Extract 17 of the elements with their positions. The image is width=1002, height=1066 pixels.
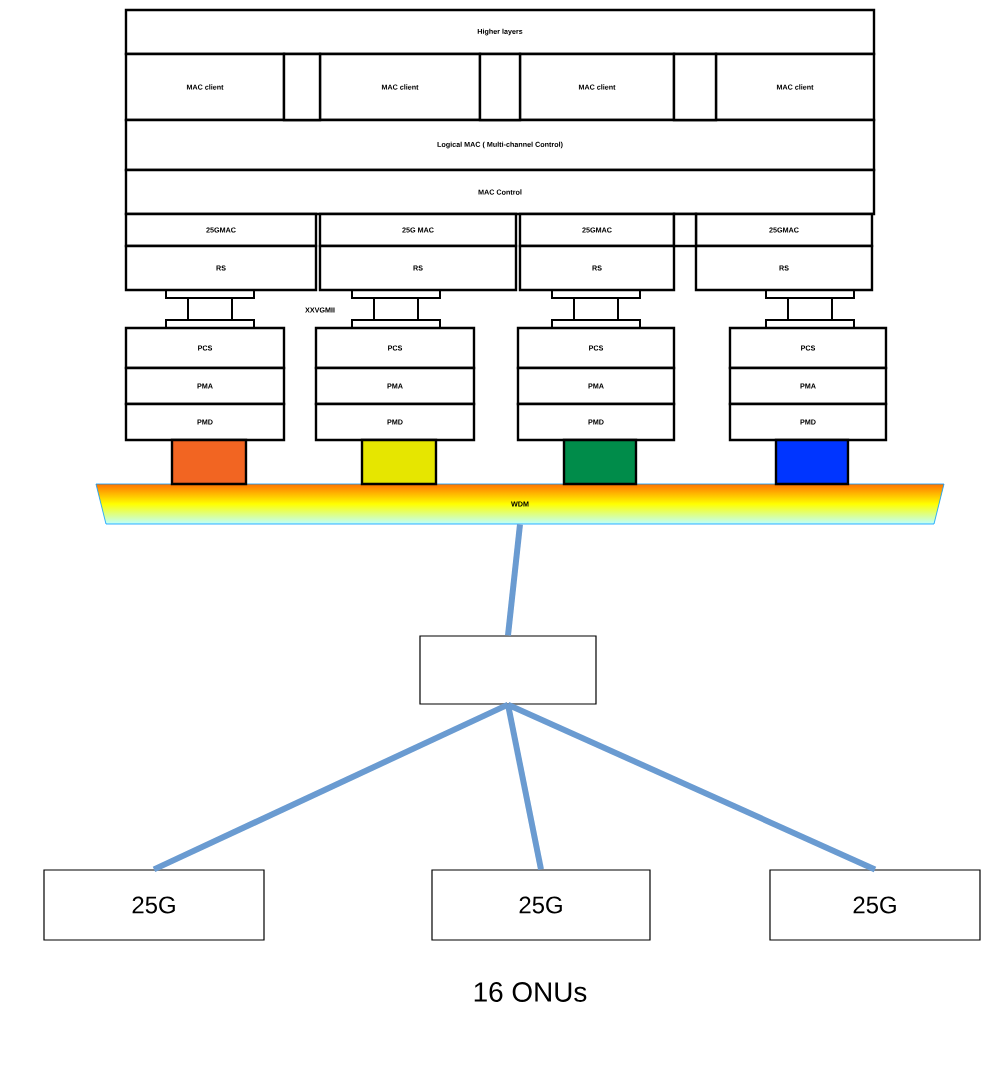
spacer-box	[478, 52, 522, 122]
group-label: 16 ONUs	[474, 982, 587, 1002]
onu-box: 25G	[431, 869, 651, 941]
splitter-box	[419, 635, 597, 705]
onu-box: 25G	[43, 869, 265, 941]
onu-box: 25G	[769, 869, 981, 941]
spacer-box	[672, 52, 718, 122]
connector-line	[505, 704, 544, 870]
connector-line	[506, 701, 877, 873]
connector-line	[152, 701, 510, 873]
spacer-box	[672, 212, 698, 248]
connector-line	[505, 524, 523, 636]
spacer-box	[282, 52, 322, 122]
pmd-port-box	[562, 438, 638, 486]
pmd-port-box	[774, 438, 850, 486]
pmd-port-box	[170, 438, 248, 486]
pmd-port-box	[360, 438, 438, 486]
